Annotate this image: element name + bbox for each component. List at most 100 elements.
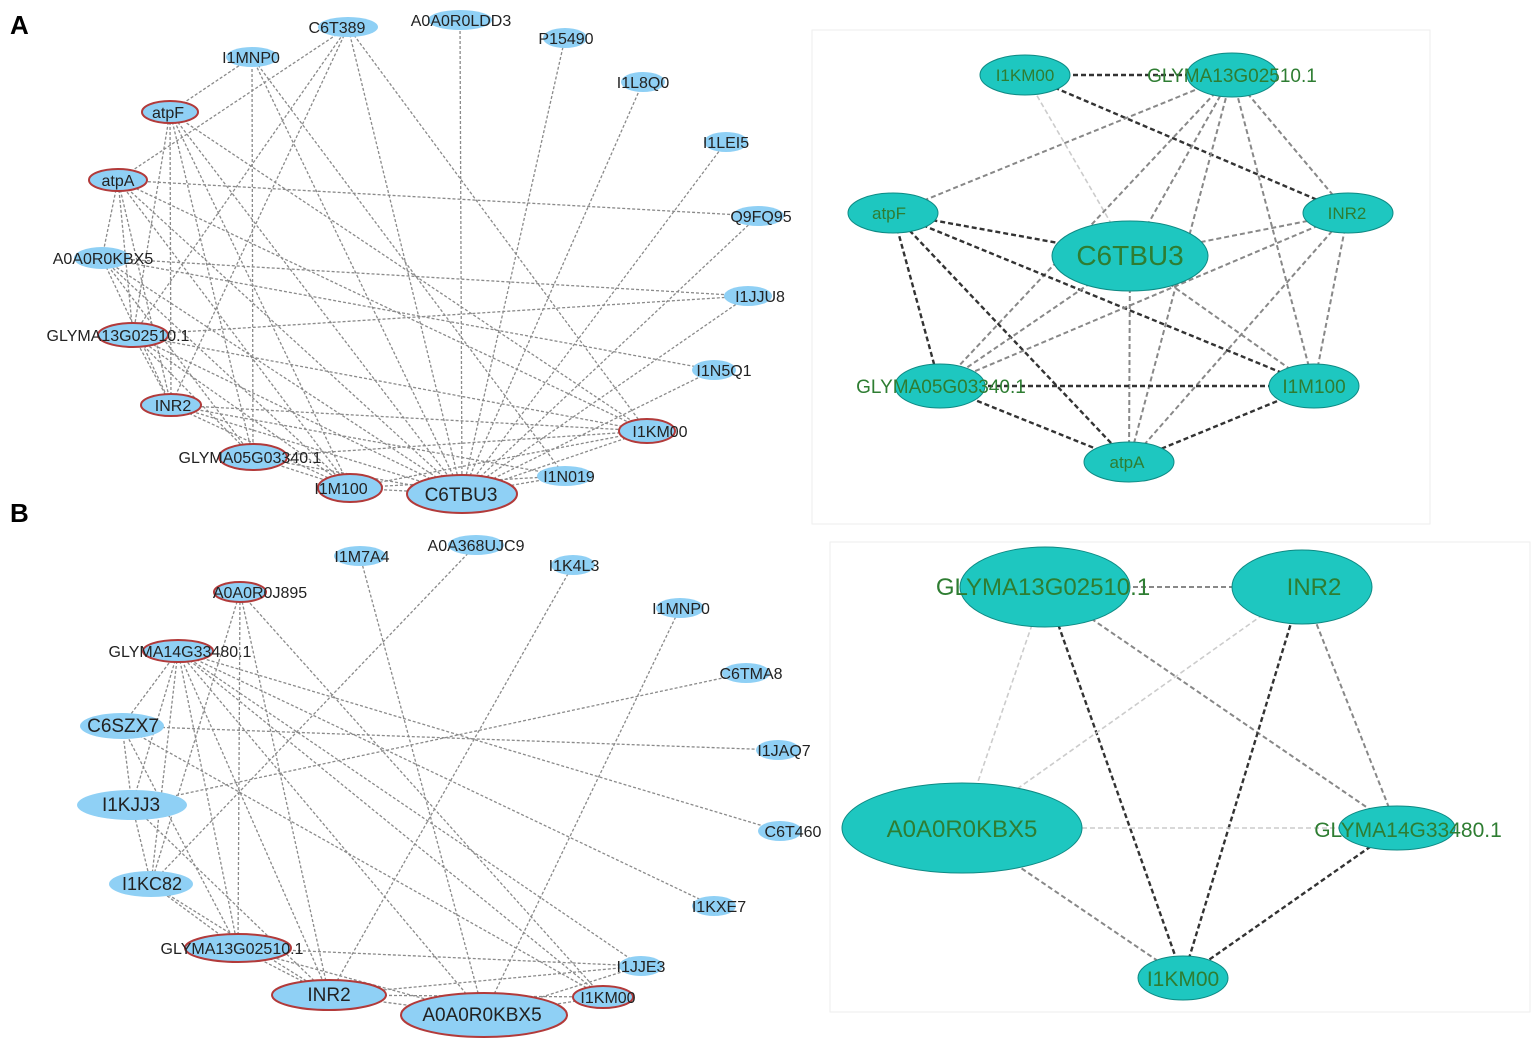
circle-edge-a-inr2-c6t389 [170,26,349,406]
subnetwork-node-shape [1186,52,1278,98]
circle-node-shape [226,47,278,67]
circle-edge-a-atpf-i1km00 [169,111,648,432]
circle-edge-a-a0a0r0kbx5-i1m100 [101,257,351,489]
circle-edge-a-c6tbu3-q9fq95 [461,215,759,495]
circle-node-a-atpa: atpA [88,168,148,192]
subnetwork-node-label: INR2 [1287,574,1342,601]
circle-node-a-i1n019: I1N019 [537,466,595,486]
circle-edge-b-glyma14g33480-1-i1km00 [177,650,604,998]
circle-node-shape [537,466,593,486]
circle-node-label: I1KM00 [632,424,687,441]
circle-node-a-c6tbu3: C6TBU3 [406,474,518,514]
subnetwork-node-shape [1051,220,1209,292]
circle-edge-b-glyma13g02510-1-i1jje3 [237,947,642,967]
circle-node-b-i1m7a4: I1M7A4 [334,546,390,566]
subnetwork-node-label: atpF [872,204,906,223]
circle-node-label: C6TBU3 [425,485,498,506]
circle-edge-b-a0a0r0j895-i1kc82 [150,591,241,885]
circle-node-b-glyma13g02510-1: GLYMA13G02510.1 [161,933,304,963]
subnetwork-edge-a-glyma13g02510-1-c6tbu3 [1129,74,1233,257]
circle-edge-a-c6tbu3-i1n5q1 [461,369,715,495]
circle-node-b-a0a368ujc9: A0A368UJC9 [428,535,525,555]
circle-node-a-inr2: INR2 [140,393,202,417]
subnetwork-edge-a-inr2-i1m100 [1313,212,1349,387]
circle-node-shape [400,992,568,1038]
subnetwork-node-label: INR2 [1328,204,1367,223]
circle-node-label: Q9FQ95 [730,209,791,226]
subnetwork-node-a-atpf: atpF [847,192,939,234]
circle-node-shape [704,132,748,152]
circle-edge-b-a0a0r0j895-i1km00 [239,591,604,998]
circle-edge-a-i1mnp0-i1n019 [251,56,566,477]
circle-node-label: I1L8Q0 [617,75,670,92]
circle-edge-a-c6tbu3-a0a0r0ldd3 [459,19,463,495]
circle-node-label: A0A0R0LDD3 [411,13,512,30]
circle-node-shape [213,581,267,603]
subnetwork-edge-a-atpf-glyma05g03340-1 [891,212,942,387]
subnetwork-edge-a-glyma13g02510-1-glyma05g03340-1 [939,74,1233,387]
circle-node-shape [109,871,193,897]
circle-edge-a-c6tbu3-c6t389 [347,26,463,495]
subnetwork-edge-a-c6tbu3-i1m100 [1129,255,1315,387]
circle-node-shape [428,10,492,30]
subnetwork-node-a-glyma05g03340-1: GLYMA05G03340.1 [856,363,1026,409]
circle-node-b-a0a0r0kbx5: A0A0R0KBX5 [400,992,568,1038]
subnetwork-node-label: GLYMA14G33480.1 [1314,819,1502,842]
circle-node-label: C6TMA8 [719,666,782,683]
circle-node-a-a0a0r0ldd3: A0A0R0LDD3 [411,10,512,30]
circle-node-shape [318,17,378,37]
subnetwork-frame-b [829,541,1531,1013]
circle-node-shape [572,985,634,1009]
subnetwork-node-shape [1302,192,1394,234]
circle-edge-a-atpa-i1km00 [117,179,648,432]
circle-node-shape [756,740,800,760]
subnetwork-node-label: I1M100 [1282,377,1345,398]
circle-node-shape [142,639,214,663]
circle-node-label: I1JAQ7 [757,743,810,760]
circle-node-label: I1M7A4 [334,549,389,566]
circle-node-label: A0A0R0J895 [213,585,307,602]
circle-edge-a-c6tbu3-i1m100 [349,487,463,495]
circle-node-shape [692,360,736,380]
circle-node-label: INR2 [307,985,350,1006]
subnetwork-node-a-inr2: INR2 [1302,192,1394,234]
subnetwork-edge-b-inr2-glyma14g33480-1 [1301,586,1398,829]
circle-node-b-a0a0r0j895: A0A0R0J895 [213,581,307,603]
circle-node-a-i1n5q1: I1N5Q1 [692,360,752,380]
circle-node-b-i1jaq7: I1JAQ7 [756,740,811,760]
circle-node-label: P15490 [538,31,593,48]
subnetwork-node-label: I1KM00 [996,66,1055,85]
circle-node-label: I1LEI5 [703,135,749,152]
subnetwork-node-label: GLYMA05G03340.1 [856,377,1026,398]
subnetwork-node-a-i1km00: I1KM00 [979,54,1071,96]
subnetwork-edge-a-inr2-glyma05g03340-1 [939,212,1349,387]
subnetwork-node-label: C6TBU3 [1076,240,1183,271]
circle-edge-a-atpf-glyma05g03340-1 [169,111,254,458]
circle-edge-b-c6szx7-i1jaq7 [121,725,779,751]
circle-node-shape [656,598,704,618]
circle-node-a-i1lei5: I1LEI5 [703,132,749,152]
circle-node-a-i1mnp0: I1MNP0 [222,47,280,67]
subnetwork-node-label: I1KM00 [1147,968,1219,991]
subnetwork-edge-a-inr2-atpa [1128,212,1349,463]
circle-node-shape [724,286,772,306]
circle-edge-a-glyma13g02510-1-i1jju8 [132,295,749,336]
circle-node-shape [618,418,676,444]
circle-node-a-c6t389: C6T389 [309,17,378,37]
circle-edge-a-a0a0r0kbx5-i1n5q1 [101,257,715,371]
circle-edge-a-a0a0r0kbx5-i1jju8 [101,257,749,297]
circle-edge-a-atpf-i1m100 [169,111,351,489]
subnetwork-edge-a-glyma13g02510-1-i1m100 [1231,74,1315,387]
circle-node-label: A0A0R0KBX5 [53,251,154,268]
circle-edge-b-i1kjj3-c6tma8 [131,672,747,806]
circle-edge-a-glyma13g02510-1-c6t389 [132,26,349,336]
circle-node-shape [406,474,518,514]
circle-edges-b [121,544,781,1016]
circle-node-a-q9fq95: Q9FQ95 [730,206,792,226]
subnetwork-node-a-c6tbu3: C6TBU3 [1051,220,1209,292]
subnetwork-node-shape [1083,441,1175,483]
circle-node-label: I1KM00 [580,990,635,1007]
circle-node-shape [184,933,292,963]
circle-node-b-i1km00: I1KM00 [572,985,636,1009]
